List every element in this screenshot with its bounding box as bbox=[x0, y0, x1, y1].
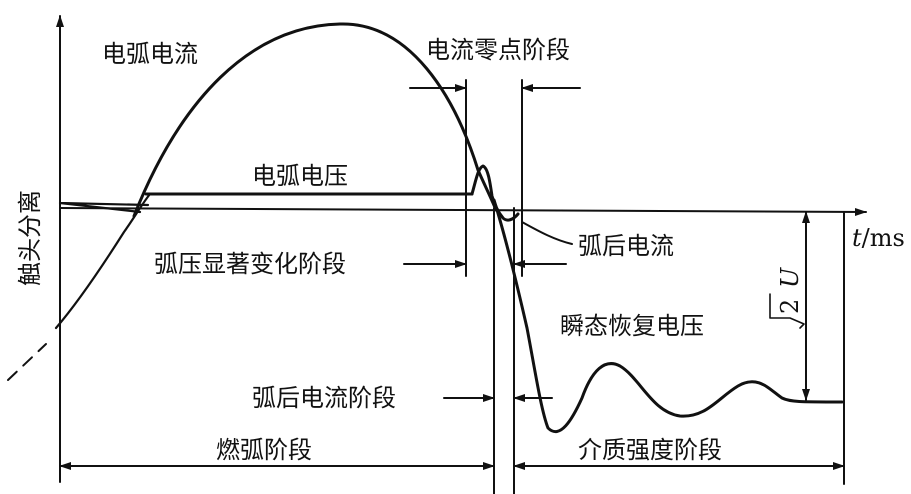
trv-label: 瞬态恢复电压 bbox=[560, 312, 704, 340]
sqrt2u-label: 2 U bbox=[769, 267, 805, 329]
post-arc-stage-label: 弧后电流阶段 bbox=[252, 384, 396, 412]
dielectric-stage-label: 介质强度阶段 bbox=[578, 436, 722, 464]
contact-separation-curve bbox=[54, 192, 152, 330]
svg-text:U: U bbox=[776, 267, 804, 288]
trv-curve bbox=[492, 198, 844, 434]
post-arc-current-label: 弧后电流 bbox=[578, 232, 674, 260]
arcing-stage-label: 燃弧阶段 bbox=[216, 436, 312, 464]
arc-current-curve bbox=[132, 22, 498, 218]
contact-separation-label: 触头分离 bbox=[16, 190, 44, 286]
time-axis-label: t/ms bbox=[852, 224, 905, 252]
arc-voltage-label: 电弧电压 bbox=[252, 162, 348, 190]
post-arc-current-leader bbox=[521, 221, 573, 245]
arc-voltage-wedge bbox=[58, 201, 150, 214]
arc-current-label: 电弧电流 bbox=[102, 40, 198, 68]
voltage-change-stage-label: 弧压显著变化阶段 bbox=[154, 250, 346, 278]
voltage-spike bbox=[470, 164, 520, 222]
svg-text:2: 2 bbox=[776, 299, 804, 314]
current-zero-stage-label: 电流零点阶段 bbox=[426, 36, 570, 64]
time-axis bbox=[59, 207, 867, 216]
dashed-extension bbox=[7, 343, 47, 381]
